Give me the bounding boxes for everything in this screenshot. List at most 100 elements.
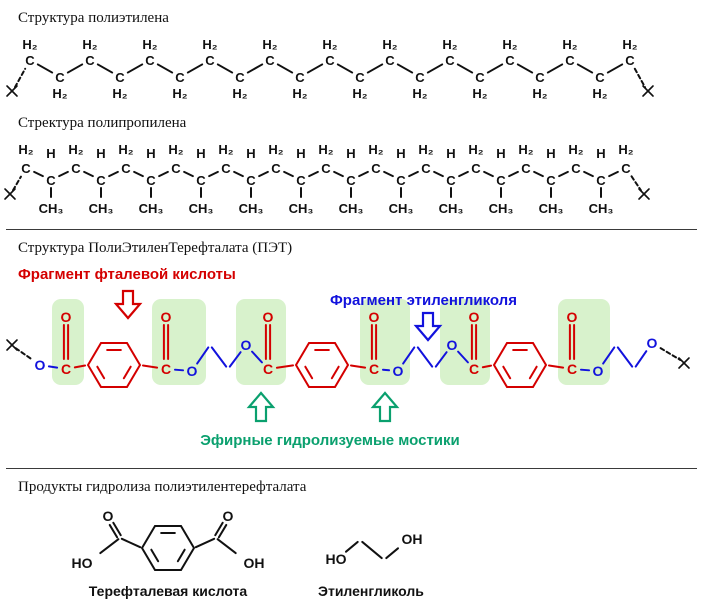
bond: [120, 537, 142, 549]
h2-label: H₂: [168, 142, 183, 157]
carbon-label: C: [146, 173, 156, 188]
bond: [642, 85, 654, 97]
bond: [583, 170, 594, 178]
bond: [402, 346, 416, 365]
bond: [122, 365, 132, 380]
bond: [173, 368, 185, 372]
carbon-label: C: [595, 70, 605, 85]
oxygen-label: O: [647, 335, 658, 351]
bond: [4, 188, 16, 200]
bond: [96, 365, 106, 380]
ch3-label: CH₃: [189, 201, 214, 216]
polyethylene-structure-diagram: CH₂CH₂CH₂CH₂CH₂CH₂CH₂CH₂CH₂CH₂CH₂CH₂CH₂C…: [6, 37, 654, 101]
h2-label: H₂: [368, 142, 383, 157]
bond: [304, 365, 314, 380]
bond: [333, 170, 344, 178]
carbon-label: C: [567, 361, 577, 377]
carbon-label: C: [496, 173, 506, 188]
benzene-ring: [86, 342, 142, 388]
bond: [381, 368, 391, 372]
carbon-label: C: [115, 70, 125, 85]
h2-label: H₂: [322, 37, 337, 52]
carbon-label: C: [571, 161, 581, 176]
oxygen-label: O: [393, 363, 404, 379]
bond: [396, 63, 414, 74]
bond: [58, 170, 69, 178]
carbon-label: C: [175, 70, 185, 85]
h2-label: H₂: [442, 37, 457, 52]
h-label: H: [246, 146, 255, 161]
carbon-label: C: [295, 70, 305, 85]
carbon-label: C: [246, 173, 256, 188]
bond: [228, 351, 242, 368]
carbon-label: C: [161, 361, 171, 377]
bond: [217, 523, 228, 539]
bond: [546, 63, 564, 74]
bond: [216, 63, 234, 74]
h2-label: H₂: [618, 142, 633, 157]
carbon-label: C: [271, 161, 281, 176]
oxygen-label: O: [593, 363, 604, 379]
bond: [283, 170, 294, 178]
ester-up-arrow-left-icon: [246, 391, 276, 423]
bond: [306, 63, 324, 74]
ch3-label: CH₃: [539, 201, 564, 216]
h-label: H: [446, 146, 455, 161]
carbon-label: C: [321, 161, 331, 176]
h-label: H: [546, 146, 555, 161]
h2-label: H₂: [418, 142, 433, 157]
oxygen-label: O: [187, 363, 198, 379]
oh-label: OH: [244, 555, 265, 571]
oxygen-label: O: [447, 337, 458, 353]
ethylene-glycol-label: Этиленгликоль: [318, 583, 424, 599]
bond: [276, 63, 294, 74]
oxygen-label: O: [241, 337, 252, 353]
carbon-label: C: [521, 161, 531, 176]
bond: [194, 537, 216, 549]
bond: [608, 170, 619, 178]
bond: [336, 63, 354, 74]
oxygen-label: O: [103, 508, 114, 524]
bond: [186, 63, 204, 74]
ch3-label: CH₃: [39, 201, 64, 216]
bond: [233, 170, 244, 178]
ester-bridge-highlight: [152, 299, 206, 385]
bond: [383, 170, 394, 178]
h2-label: H₂: [262, 37, 277, 52]
carbon-label: C: [221, 161, 231, 176]
bond: [602, 346, 616, 365]
carbon-label: C: [145, 53, 155, 68]
carbon-label: C: [235, 70, 245, 85]
bond: [606, 63, 624, 74]
carbon-label: C: [196, 173, 206, 188]
hydrolysis-section-title: Продукты гидролиза полиэтилентерефталата: [18, 479, 307, 495]
ester-bridge-highlight: [558, 299, 610, 385]
bond: [481, 364, 493, 369]
bond: [6, 339, 18, 351]
carbon-label: C: [205, 53, 215, 68]
h2-label: H₂: [622, 37, 637, 52]
bond: [158, 170, 169, 178]
oxygen-label: O: [61, 309, 72, 325]
bond: [457, 350, 469, 364]
h2-label: H₂: [532, 86, 547, 101]
benzene-ring: [492, 342, 548, 388]
bond: [678, 357, 690, 369]
bond: [349, 364, 367, 369]
bond: [659, 347, 682, 361]
bond: [630, 175, 642, 192]
bond: [108, 170, 119, 178]
carbon-label: C: [535, 70, 545, 85]
carbon-label: C: [625, 53, 635, 68]
h2-label: H₂: [518, 142, 533, 157]
section-divider: [6, 229, 697, 230]
h2-label: H₂: [562, 37, 577, 52]
bond: [36, 63, 54, 74]
bond: [66, 63, 84, 74]
carbon-label: C: [596, 173, 606, 188]
oxygen-label: O: [567, 309, 578, 325]
ester-bridge-highlight: [236, 299, 286, 385]
